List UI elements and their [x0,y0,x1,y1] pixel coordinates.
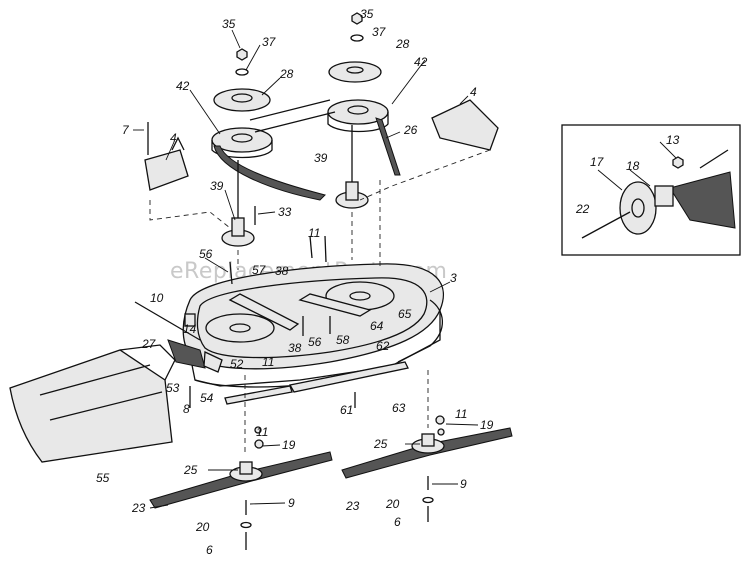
callout-11-upper: 11 [308,226,320,240]
drive-belt [213,99,401,201]
callout-23-left: 23 [131,501,146,515]
callout-57: 57 [252,263,267,277]
callout-38-lower: 38 [288,341,302,355]
callout-25-right: 25 [373,437,388,451]
callout-35-left: 35 [222,17,236,31]
pulley-right [327,61,389,133]
inset-detail [561,124,741,256]
callout-3: 3 [450,271,457,285]
callout-28-left: 28 [279,67,294,81]
callout-28-right: 28 [395,37,410,51]
callout-52: 52 [230,357,244,371]
callout-4-left: 4 [170,131,177,145]
callout-62: 62 [376,339,390,353]
callout-6-right: 6 [394,515,401,529]
callout-37-right: 37 [372,25,387,39]
callout-8: 8 [183,402,190,416]
spindle-right [335,125,369,209]
callout-56-upper: 56 [199,247,213,261]
callout-11-right-blade: 11 [455,407,467,421]
spindle-left [221,160,255,247]
callout-61: 61 [340,403,353,417]
callout-26: 26 [403,123,418,137]
callout-17: 17 [590,155,605,169]
callout-63: 63 [392,401,406,415]
callout-58: 58 [336,333,350,347]
blade-left [149,451,333,509]
fasteners [134,12,445,550]
bracket-right [431,99,499,151]
callout-53: 53 [166,381,180,395]
discharge-chute [9,344,176,463]
blade-right [341,427,513,479]
callout-38-upper: 38 [275,264,289,278]
callout-54: 54 [200,391,214,405]
callout-56-lower: 56 [308,335,322,349]
callout-9-left: 9 [288,496,295,510]
callout-27: 27 [141,337,157,351]
leader-lines [133,29,677,509]
callout-55: 55 [96,471,110,485]
callout-20-right: 20 [385,497,400,511]
callout-39-right: 39 [314,151,328,165]
bracket-left [144,136,189,191]
callout-11-left-blade: 11 [256,425,268,439]
assembly-lines [149,149,491,452]
callout-37-left: 37 [262,35,277,49]
callout-20-left: 20 [195,520,210,534]
chute-bracket [167,339,223,373]
callout-42-right: 42 [414,55,428,69]
callout-35-right: 35 [360,7,374,21]
callout-10: 10 [150,291,164,305]
callout-18: 18 [626,159,640,173]
callout-42-left: 42 [176,79,190,93]
callout-33: 33 [278,205,292,219]
callout-7: 7 [122,123,130,137]
callout-14: 14 [183,322,197,336]
part-callouts: 35 37 28 42 7 4 39 33 56 57 38 11 10 14 … [96,7,680,557]
callout-13: 13 [666,133,680,147]
callout-25-left: 25 [183,463,198,477]
callout-9-right: 9 [460,477,467,491]
callout-4-right: 4 [470,85,477,99]
callout-39-left: 39 [210,179,224,193]
callout-11-mid: 11 [262,355,274,369]
callout-19-right: 19 [480,418,494,432]
callout-64: 64 [370,319,384,333]
callout-65: 65 [398,307,412,321]
callout-19-left: 19 [282,438,296,452]
callout-23-right: 23 [345,499,360,513]
pulley-left [211,88,273,159]
mower-deck [182,263,444,388]
callout-22: 22 [575,202,590,216]
baffle-strips [224,361,409,405]
callout-6-left: 6 [206,543,213,557]
